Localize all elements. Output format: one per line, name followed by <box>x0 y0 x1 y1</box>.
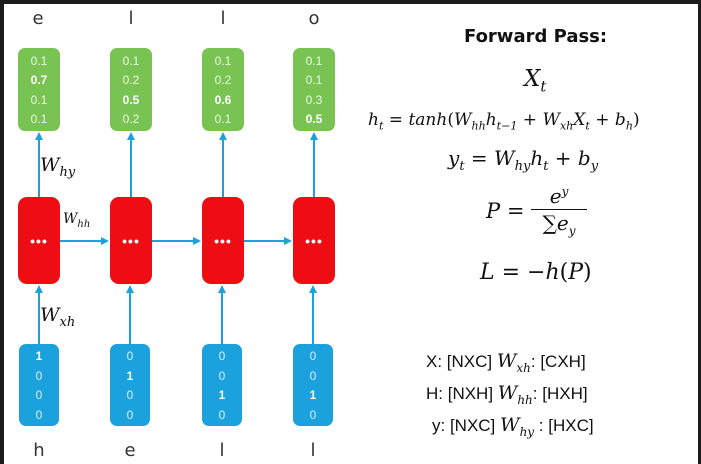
vector-cell: 0.1 <box>305 54 323 68</box>
input-vector: 0 0 1 0 <box>202 344 242 426</box>
input-vector: 1 0 0 0 <box>19 344 59 426</box>
vector-cell: 0 <box>309 407 317 422</box>
vector-cell: 1 <box>35 349 43 363</box>
vector-cell: 0.1 <box>305 73 323 88</box>
dim-right: : [HXH] <box>532 384 588 403</box>
vector-cell: 0 <box>35 388 43 403</box>
equation-xt: Xt <box>524 66 547 96</box>
vector-cell: 1 <box>218 388 226 403</box>
dim-weight: Wxh <box>496 350 531 375</box>
vector-cell: 0.5 <box>122 92 140 107</box>
vector-cell: 0.7 <box>30 73 48 88</box>
vector-cell: 0 <box>218 368 226 383</box>
vector-cell: 0 <box>126 407 134 422</box>
input-char: l <box>219 440 225 461</box>
dim-right: : [HXC] <box>534 416 594 435</box>
output-vector: 0.1 0.7 0.1 0.1 <box>18 48 60 131</box>
vector-cell: 0.1 <box>30 92 48 107</box>
hidden-state: ••• <box>18 197 60 284</box>
vector-cell: 1 <box>309 388 317 403</box>
dimension-row-x: X: [NXC] Wxh: [CXH] <box>426 350 586 375</box>
vector-cell: 0 <box>126 388 134 403</box>
equation-softmax: P = ey ∑ey <box>486 184 588 238</box>
output-char: o <box>308 8 320 29</box>
output-vector: 0.1 0.2 0.6 0.1 <box>202 48 244 131</box>
vector-cell: 0.1 <box>30 111 48 126</box>
arrows-layer <box>35 132 318 344</box>
vector-cell: 0.1 <box>214 54 232 68</box>
dim-weight: Why <box>500 414 535 439</box>
vector-cell: 0.1 <box>122 54 140 68</box>
output-char: l <box>220 8 226 29</box>
vector-cell: 0.1 <box>30 54 48 68</box>
hidden-dots: ••• <box>214 232 232 249</box>
hidden-state: ••• <box>110 197 152 284</box>
dim-right: : [CXH] <box>530 352 586 371</box>
dimension-row-h: H: [NXH] Whh: [HXH] <box>426 382 588 407</box>
dim-weight: Whh <box>497 382 533 407</box>
vector-cell: 0 <box>35 407 43 422</box>
slide: e l l o 0.1 0.7 0.1 0.1 0.1 0.2 0.5 0.2 … <box>4 4 698 464</box>
vector-cell: 0.2 <box>122 111 140 126</box>
input-char: h <box>33 440 45 461</box>
output-vector: 0.1 0.2 0.5 0.2 <box>110 48 152 131</box>
forward-pass-title: Forward Pass: <box>464 26 608 47</box>
output-vector: 0.1 0.1 0.3 0.5 <box>293 48 335 131</box>
vector-cell: 1 <box>126 368 134 383</box>
vector-cell: 0 <box>309 368 317 383</box>
hidden-state: ••• <box>202 197 244 284</box>
weight-label-why: Why <box>40 154 76 180</box>
hidden-state: ••• <box>293 197 335 284</box>
output-char: e <box>32 8 44 29</box>
vector-cell: 0 <box>126 349 134 363</box>
vector-cell: 0.2 <box>214 73 232 88</box>
hidden-dots: ••• <box>305 232 323 249</box>
equation-ht: ht = tanh(Whhht−1 + WxhXt + bh) <box>368 110 640 133</box>
input-vector: 0 0 1 0 <box>293 344 333 426</box>
input-char: l <box>310 440 316 461</box>
vector-cell: 0 <box>309 349 317 363</box>
equation-yt: yt = Whyht + by <box>448 146 599 174</box>
hidden-dots: ••• <box>122 232 140 249</box>
vector-cell: 0.5 <box>305 111 323 126</box>
vector-cell: 0 <box>35 368 43 383</box>
vector-cell: 0.3 <box>305 92 323 107</box>
dim-left: H: [NXH] <box>426 384 494 403</box>
vector-cell: 0 <box>218 349 226 363</box>
hidden-dots: ••• <box>30 232 48 249</box>
input-char: e <box>124 440 136 461</box>
vector-cell: 0 <box>218 407 226 422</box>
input-vector: 0 1 0 0 <box>110 344 150 426</box>
vector-cell: 0.6 <box>214 92 232 107</box>
vector-cell: 0.1 <box>214 111 232 126</box>
dim-left: X: [NXC] <box>426 352 493 371</box>
vector-cell: 0.2 <box>122 73 140 88</box>
dim-left: y: [NXC] <box>432 416 496 435</box>
weight-label-whh: Whh <box>63 211 91 230</box>
equation-loss: L = −h(P) <box>480 260 592 285</box>
output-char: l <box>128 8 134 29</box>
weight-label-wxh: Wxh <box>40 304 76 330</box>
dimension-row-y: y: [NXC] Why : [HXC] <box>432 414 594 439</box>
